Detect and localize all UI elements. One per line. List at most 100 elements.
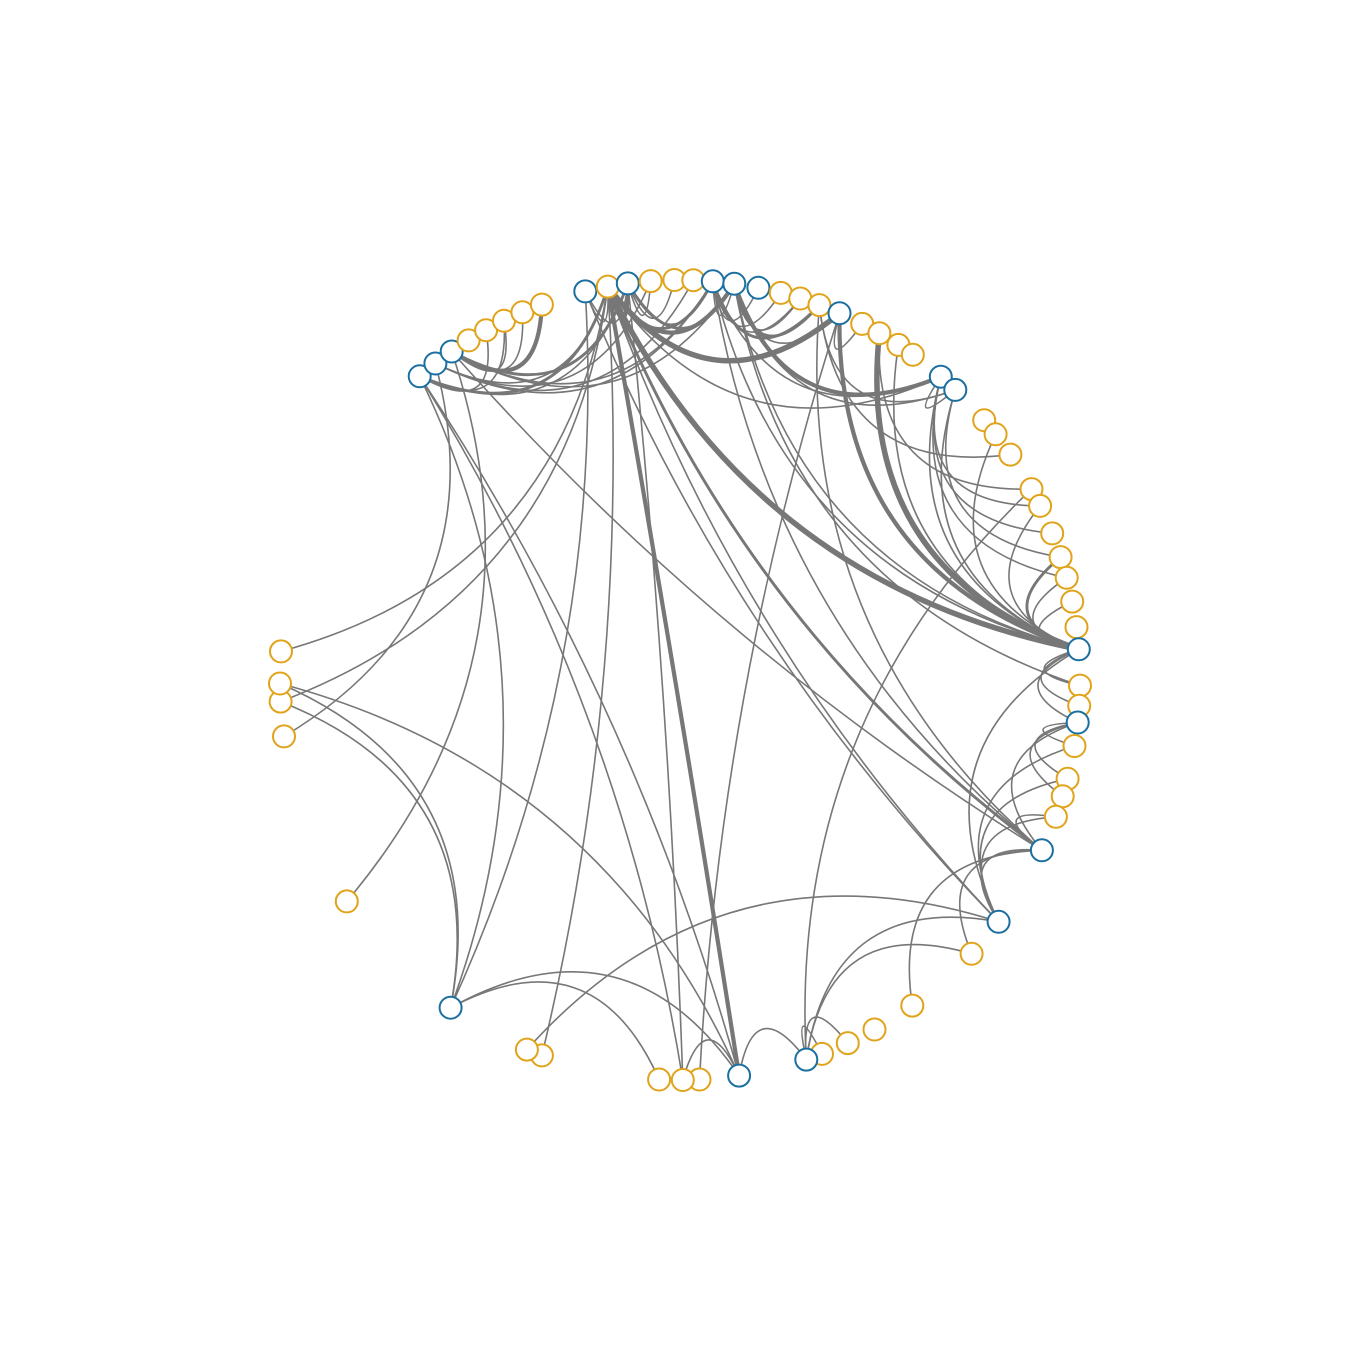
node-gold xyxy=(900,342,925,367)
node-gold xyxy=(1064,615,1089,640)
edge xyxy=(1042,721,1079,747)
node-blue xyxy=(722,271,747,296)
edge xyxy=(1037,648,1080,724)
edge xyxy=(1008,505,1080,651)
node-blue xyxy=(1066,637,1091,662)
edge xyxy=(627,282,684,1081)
edge xyxy=(1038,600,1080,651)
edge xyxy=(833,312,863,350)
node-blue xyxy=(423,351,448,376)
node-gold xyxy=(334,889,359,914)
node-gold xyxy=(1068,673,1092,698)
edge xyxy=(805,943,973,1061)
node-layer xyxy=(268,268,1092,1092)
edge xyxy=(450,350,1043,852)
edge xyxy=(279,682,459,1009)
node-gold xyxy=(1028,493,1053,518)
edge xyxy=(928,375,1080,651)
node-gold xyxy=(529,292,554,317)
node-gold xyxy=(959,941,984,966)
edge xyxy=(541,285,614,1057)
node-gold xyxy=(998,442,1023,467)
edge xyxy=(1032,577,1080,651)
edge xyxy=(283,362,451,738)
edge xyxy=(1029,721,1079,798)
edge xyxy=(449,981,660,1081)
edge xyxy=(892,344,1080,651)
edge xyxy=(584,290,1000,923)
edge xyxy=(712,280,1080,651)
edge xyxy=(627,280,652,317)
node-gold xyxy=(268,671,292,696)
edge xyxy=(1015,814,1057,852)
node-blue xyxy=(439,339,464,364)
edge-layer xyxy=(279,279,1082,1081)
node-gold xyxy=(670,1068,695,1092)
edge xyxy=(607,285,942,409)
edge xyxy=(279,700,458,1009)
edge xyxy=(605,283,1082,653)
node-gold xyxy=(456,328,481,353)
edge xyxy=(682,1039,740,1081)
edge xyxy=(940,389,1080,651)
node-gold xyxy=(1054,565,1079,590)
edge xyxy=(449,971,740,1077)
edge xyxy=(526,895,1000,1051)
node-gold xyxy=(638,269,663,294)
edge xyxy=(733,282,1081,687)
node-blue xyxy=(438,995,463,1020)
edge xyxy=(449,290,589,1009)
node-blue xyxy=(573,279,598,304)
node-gold xyxy=(1040,521,1065,546)
node-gold xyxy=(1043,804,1068,829)
node-gold xyxy=(595,274,620,299)
edge xyxy=(958,849,1043,955)
node-gold xyxy=(647,1067,672,1092)
edge xyxy=(607,285,1000,923)
edge xyxy=(712,280,1043,852)
edge xyxy=(418,375,505,1009)
edge xyxy=(1025,555,1081,651)
edge xyxy=(418,375,684,1081)
node-blue xyxy=(1029,838,1054,863)
node-blue xyxy=(986,909,1011,934)
node-blue xyxy=(794,1047,819,1072)
node-blue xyxy=(407,364,432,389)
node-gold xyxy=(862,1017,887,1042)
edge xyxy=(944,389,1062,558)
edge xyxy=(698,312,841,1081)
edge xyxy=(279,285,609,703)
node-gold xyxy=(1050,784,1075,809)
edge xyxy=(805,916,1000,1061)
node-blue xyxy=(943,377,968,402)
node-blue xyxy=(727,1063,752,1088)
edge xyxy=(932,375,1068,579)
edge xyxy=(346,350,487,903)
edge xyxy=(980,848,1043,923)
node-gold xyxy=(272,724,296,749)
node-blue xyxy=(746,275,771,300)
edge xyxy=(712,280,736,317)
node-gold xyxy=(983,422,1008,447)
node-gold xyxy=(835,1031,860,1056)
edge xyxy=(1010,721,1079,852)
node-blue xyxy=(615,271,640,296)
edge xyxy=(804,488,1033,1061)
edge xyxy=(818,304,1012,458)
node-gold xyxy=(807,293,832,318)
node-gold xyxy=(867,321,892,346)
node-gold xyxy=(514,1037,539,1062)
node-gold xyxy=(269,639,293,664)
edge xyxy=(606,285,1044,852)
node-blue xyxy=(1065,710,1090,735)
edge xyxy=(980,816,1057,923)
edge xyxy=(816,304,1043,852)
edge xyxy=(878,332,1033,490)
edge xyxy=(874,330,1082,653)
node-gold xyxy=(1060,589,1085,614)
node-blue xyxy=(827,301,852,326)
edge xyxy=(738,1027,808,1077)
node-gold xyxy=(1062,734,1087,758)
node-blue xyxy=(700,269,725,294)
edge xyxy=(279,682,740,1077)
